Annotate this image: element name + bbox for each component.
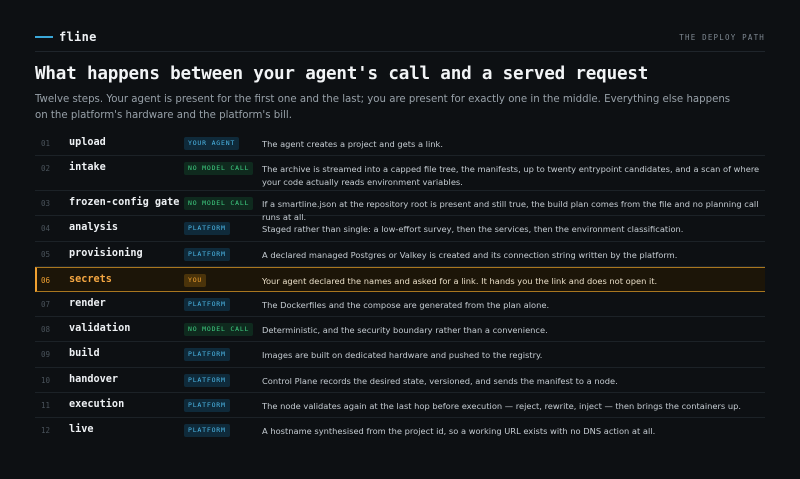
step-name: upload: [69, 137, 106, 148]
step-name: frozen-config gate: [69, 197, 180, 209]
step-description: Control Plane records the desired state,…: [262, 375, 618, 386]
step-row-live: 12 live PLATFORM A hostname synthesised …: [35, 418, 765, 443]
step-name: analysis: [69, 222, 119, 234]
logo-dash-icon: [35, 36, 53, 38]
step-number: 12: [41, 425, 51, 435]
actor-badge: NO MODEL CALL: [184, 323, 254, 337]
step-name: intake: [69, 162, 106, 174]
actor-badge: PLATFORM: [184, 398, 230, 412]
step-name: validation: [69, 323, 131, 335]
page-lede: Twelve steps. Your agent is present for …: [35, 94, 731, 121]
step-number: 10: [41, 375, 51, 385]
step-row-provisioning: 05 provisioning PLATFORM A declared mana…: [35, 242, 765, 267]
step-number: 07: [41, 299, 51, 309]
step-row-handover: 10 handover PLATFORM Control Plane recor…: [35, 368, 765, 393]
step-number: 01: [41, 139, 51, 148]
step-description: The archive is streamed into a capped fi…: [262, 164, 760, 187]
step-description: The Dockerfiles and the compose are gene…: [262, 299, 550, 310]
actor-badge: PLATFORM: [184, 373, 230, 387]
step-number: 09: [41, 350, 51, 360]
step-name: secrets: [69, 273, 112, 285]
steps-list: 01 upload YOUR AGENT The agent creates a…: [35, 131, 765, 443]
step-description: A declared managed Postgres or Valkey is…: [262, 249, 678, 260]
section-eyebrow: THE DEPLOY PATH: [679, 33, 765, 42]
actor-badge: YOU: [184, 273, 207, 287]
step-description: If a smartline.json at the repository ro…: [262, 199, 759, 222]
step-number: 08: [41, 325, 51, 335]
step-row-frozen-config-gate: 03 frozen-config gate NO MODEL CALL If a…: [35, 191, 765, 222]
actor-badge: PLATFORM: [184, 348, 230, 362]
step-row-intake: 02 intake NO MODEL CALL The archive is s…: [35, 156, 765, 192]
actor-badge: PLATFORM: [184, 222, 230, 236]
step-number: 06: [41, 275, 51, 285]
actor-badge: PLATFORM: [184, 297, 230, 311]
step-number: 03: [41, 199, 51, 209]
step-row-analysis: 04 analysis PLATFORM Staged rather than …: [35, 216, 765, 242]
step-name: render: [69, 297, 106, 309]
step-name: live: [69, 423, 94, 435]
page-title: What happens between your agent's call a…: [35, 64, 649, 84]
step-row-validation: 08 validation NO MODEL CALL Deterministi…: [35, 317, 765, 343]
step-description: Deterministic, and the security boundary…: [262, 325, 548, 336]
step-description: The agent creates a project and gets a l…: [262, 139, 443, 149]
step-description: Your agent declared the names and asked …: [262, 275, 658, 286]
step-row-render: 07 render PLATFORM The Dockerfiles and t…: [35, 292, 765, 318]
step-number: 04: [41, 224, 51, 234]
actor-badge: YOUR AGENT: [184, 137, 240, 150]
step-row-upload: 01 upload YOUR AGENT The agent creates a…: [35, 131, 765, 157]
step-description: A hostname synthesised from the project …: [262, 425, 656, 436]
step-row-execution: 11 execution PLATFORM The node validates…: [35, 393, 765, 418]
step-row-secrets: 06 secrets YOU Your agent declared the n…: [35, 266, 765, 292]
actor-badge: NO MODEL CALL: [184, 162, 254, 176]
step-description: Staged rather than single: a low-effort …: [262, 224, 684, 235]
actor-badge: NO MODEL CALL: [184, 197, 254, 211]
actor-badge: PLATFORM: [184, 247, 230, 261]
step-description: Images are built on dedicated hardware a…: [262, 350, 543, 361]
step-description: The node validates again at the last hop…: [262, 400, 742, 411]
step-name: provisioning: [69, 247, 143, 259]
logo[interactable]: fline: [35, 30, 97, 44]
top-bar: fline THE DEPLOY PATH: [35, 26, 765, 52]
step-number: 11: [41, 400, 51, 410]
step-number: 02: [41, 164, 51, 174]
actor-badge: PLATFORM: [184, 423, 230, 437]
step-name: execution: [69, 398, 125, 410]
step-number: 05: [41, 249, 51, 259]
step-name: build: [69, 348, 100, 360]
step-row-build: 09 build PLATFORM Images are built on de…: [35, 342, 765, 368]
logo-text: fline: [59, 30, 97, 44]
step-name: handover: [69, 373, 119, 385]
